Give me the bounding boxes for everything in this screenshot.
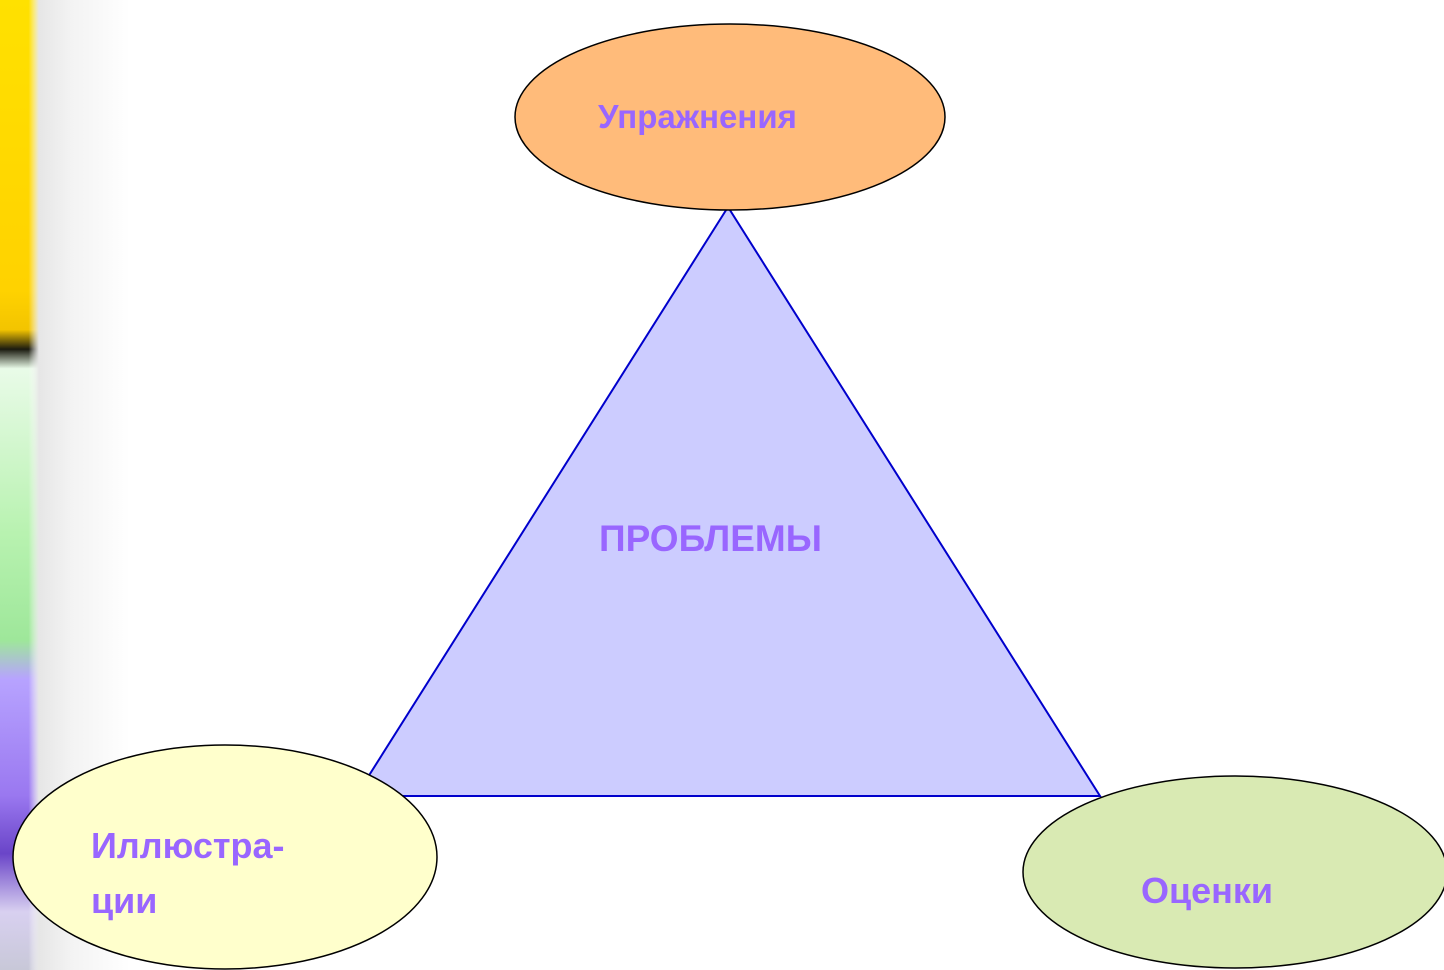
problems-triangle (354, 205, 1102, 797)
assessments-ellipse (1022, 775, 1444, 969)
illustrations-label-line1: Иллюстра- (91, 825, 285, 866)
exercises-label: Упражнения (598, 98, 797, 135)
illustrations-label: Иллюстра- ции (91, 818, 285, 928)
assessments-label: Оценки (1141, 870, 1274, 911)
problems-label: ПРОБЛЕМЫ (599, 518, 822, 559)
exercises-ellipse (514, 23, 946, 211)
illustrations-label-line2: ции (91, 880, 158, 921)
illustrations-ellipse (12, 744, 438, 970)
side-decor-strip (0, 0, 130, 970)
